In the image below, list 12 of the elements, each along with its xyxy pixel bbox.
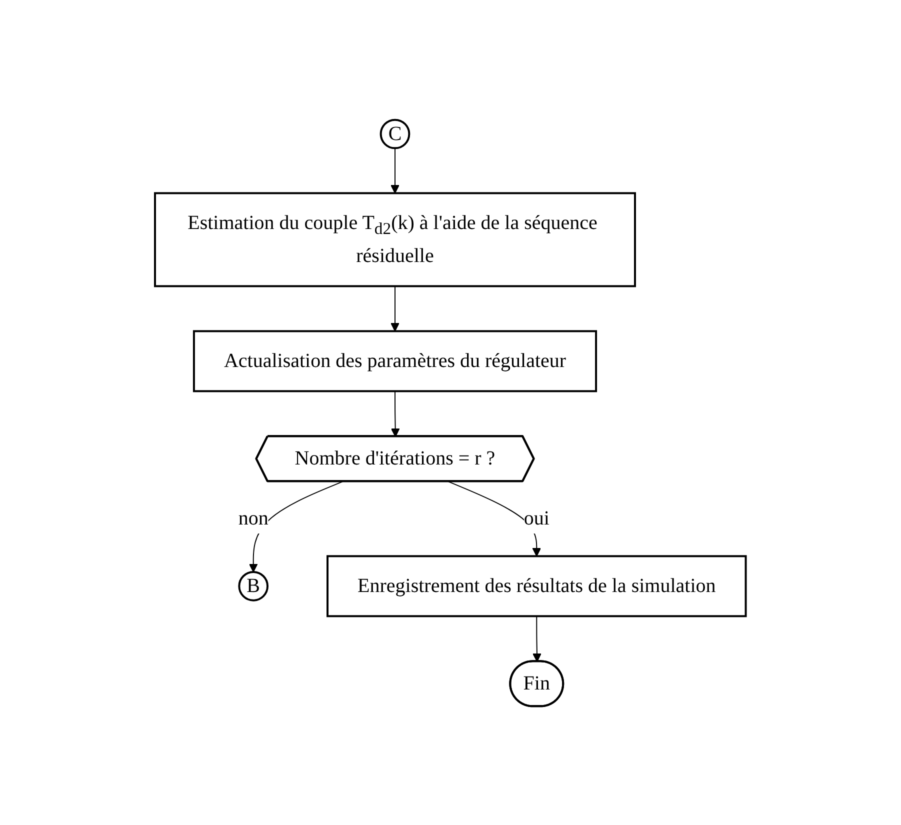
node-circle: B	[238, 570, 269, 602]
arrow	[390, 286, 400, 332]
node-box: Estimation du couple T$_{d2}$(k) à l'aide de la séquence résiduelle	[154, 192, 636, 288]
node-circle: C	[380, 118, 410, 150]
node-box: Enregistrement des résultats de la simulation	[326, 555, 747, 618]
edge-label: non	[238, 508, 268, 530]
arrow	[249, 481, 343, 572]
arrow	[532, 616, 542, 662]
arrow	[391, 390, 400, 437]
arrow	[390, 148, 400, 194]
edge-label: oui	[524, 508, 550, 530]
node-box: Actualisation des paramètres du régulateur	[193, 330, 598, 392]
